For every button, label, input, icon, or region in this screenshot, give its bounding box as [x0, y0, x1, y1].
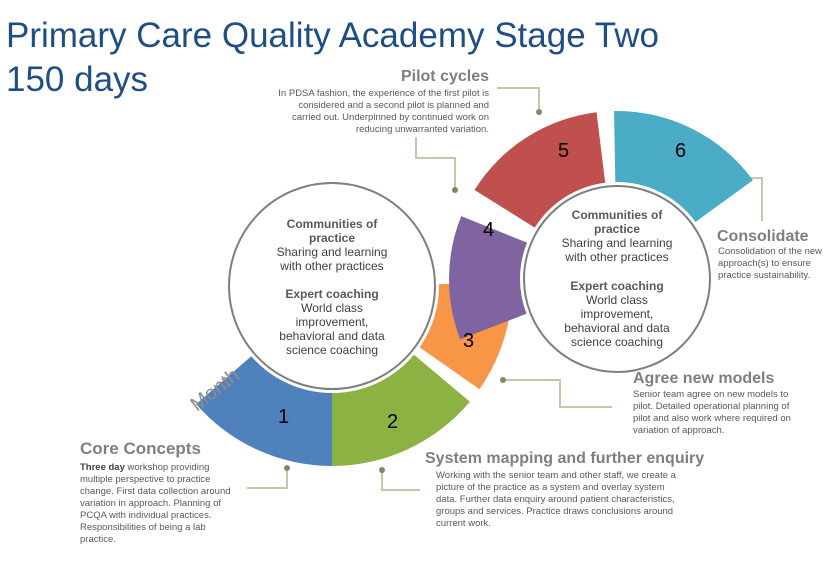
agree-new-models-line-2: pilot. Detailed operational planning of	[633, 401, 790, 412]
pilot-cycles-line-3: carried out. Underpinned by continued wo…	[292, 112, 489, 123]
core-concepts-bold-lead: Three day	[80, 462, 126, 473]
system-mapping-line-1: Working with the senior team and other s…	[436, 470, 677, 481]
core-concepts-line-4: variation in approach. Planning of	[80, 498, 221, 509]
core-concepts-line-1: Three day workshop providing	[80, 462, 209, 473]
consolidate-line-2: approach(s) to ensure	[718, 258, 811, 269]
pilot-cycles-line-4: reducing unwarranted variation.	[356, 124, 489, 135]
agree-new-models-line-1: Senior team agree on new models to	[633, 389, 788, 400]
pilot-cycles-line-1: In PDSA fashion, the experience of the f…	[278, 88, 489, 99]
segment-number-2: 2	[387, 411, 398, 433]
connector-line	[497, 87, 540, 112]
segment-4	[449, 216, 528, 340]
right-circle-heading-2: Expert coaching	[570, 279, 663, 293]
left-circle-body-2a: World class	[301, 301, 363, 315]
left-circle	[228, 182, 436, 390]
right-circle-body-2a: World class	[586, 293, 648, 307]
segment-number-4: 4	[483, 219, 494, 241]
page-title: Primary Care Quality Academy Stage Two 1…	[6, 14, 659, 102]
core-concepts-line-2: multiple perspective to practice	[80, 474, 210, 485]
connector-dot	[500, 377, 506, 383]
system-mapping-annotation: System mapping and further enquiry Worki…	[425, 450, 704, 529]
right-circle-heading-1b: practice	[594, 222, 640, 236]
system-mapping-heading: System mapping and further enquiry	[425, 450, 704, 467]
right-circle-body-2c: behavioral and data	[564, 321, 670, 335]
segment-5	[474, 112, 606, 228]
pilot-cycles-annotation: Pilot cycles In PDSA fashion, the experi…	[278, 68, 489, 135]
segment-1	[196, 356, 332, 466]
segment-6	[614, 111, 753, 222]
segment-number-6: 6	[675, 140, 686, 162]
right-circle-body-1a: Sharing and learning	[562, 236, 673, 250]
segment-2	[332, 354, 470, 466]
left-circle-heading-1a: Communities of	[287, 217, 379, 231]
agree-new-models-line-3: pilot and also work where required on	[633, 413, 791, 424]
segment-number-3: 3	[463, 330, 474, 352]
connector-dot	[379, 467, 385, 473]
system-mapping-line-2: picture of the practice as a system and …	[436, 482, 665, 493]
title-line-2: 150 days	[6, 60, 149, 99]
system-mapping-line-4: groups and services. Practice draws conc…	[436, 506, 673, 517]
left-circle-body-1a: Sharing and learning	[277, 245, 388, 259]
left-circle-body-2c: behavioral and data	[279, 329, 385, 343]
system-mapping-line-3: data. Further data enquiry around patien…	[436, 494, 675, 505]
agree-new-models-annotation: Agree new models Senior team agree on ne…	[633, 370, 791, 436]
stage-segments	[196, 111, 753, 466]
title-line-1: Primary Care Quality Academy Stage Two	[6, 16, 659, 55]
connector-dot	[284, 465, 290, 471]
pilot-cycles-line-2: considered and a second pilot is planned…	[298, 100, 489, 111]
agree-new-models-heading: Agree new models	[633, 370, 774, 387]
consolidate-annotation: Consolidate Consolidation of the new app…	[717, 228, 822, 281]
core-concepts-annotation: Core Concepts Three day workshop providi…	[80, 439, 231, 545]
core-concepts-line-6: Responsibilities of being a lab	[80, 522, 206, 533]
core-concepts-heading: Core Concepts	[80, 439, 201, 458]
core-concepts-line-7: practice.	[80, 534, 116, 545]
left-circle-body-1b: with other practices	[279, 259, 383, 273]
left-circle-text: Communities of practice Sharing and lear…	[277, 217, 388, 357]
core-concepts-line-5: PCQA with individual practices.	[80, 510, 211, 521]
consolidate-heading: Consolidate	[717, 228, 809, 245]
connector-line	[503, 379, 612, 408]
right-circle-body-2b: improvement,	[581, 307, 654, 321]
right-circle-heading-1a: Communities of	[572, 208, 664, 222]
consolidate-line-3: practice sustainability.	[718, 270, 810, 281]
core-concepts-first-line-rest: workshop providing	[125, 462, 210, 473]
agree-new-models-line-4: variation of approach.	[633, 425, 724, 436]
right-circle	[523, 185, 711, 373]
left-circle-heading-1b: practice	[309, 231, 355, 245]
pilot-cycles-heading: Pilot cycles	[401, 68, 489, 85]
left-circle-body-2b: improvement,	[296, 315, 369, 329]
left-circle-body-2d: science coaching	[286, 343, 378, 357]
segment-number-5: 5	[558, 140, 569, 162]
connector-line	[415, 137, 456, 190]
right-circle-body-2d: science coaching	[571, 335, 663, 349]
system-mapping-line-5: current work.	[436, 518, 491, 529]
connector-dot	[536, 109, 542, 115]
consolidate-line-1: Consolidation of the new	[718, 246, 822, 257]
left-circle-heading-2: Expert coaching	[285, 287, 378, 301]
right-circle-text: Communities of practice Sharing and lear…	[562, 208, 673, 349]
core-concepts-line-3: change. First data collection around	[80, 486, 231, 497]
right-circle-body-1b: with other practices	[564, 250, 668, 264]
connector-line	[247, 468, 288, 489]
connector-line	[381, 470, 420, 491]
connector-dot	[452, 187, 458, 193]
segment-number-1: 1	[278, 406, 289, 428]
